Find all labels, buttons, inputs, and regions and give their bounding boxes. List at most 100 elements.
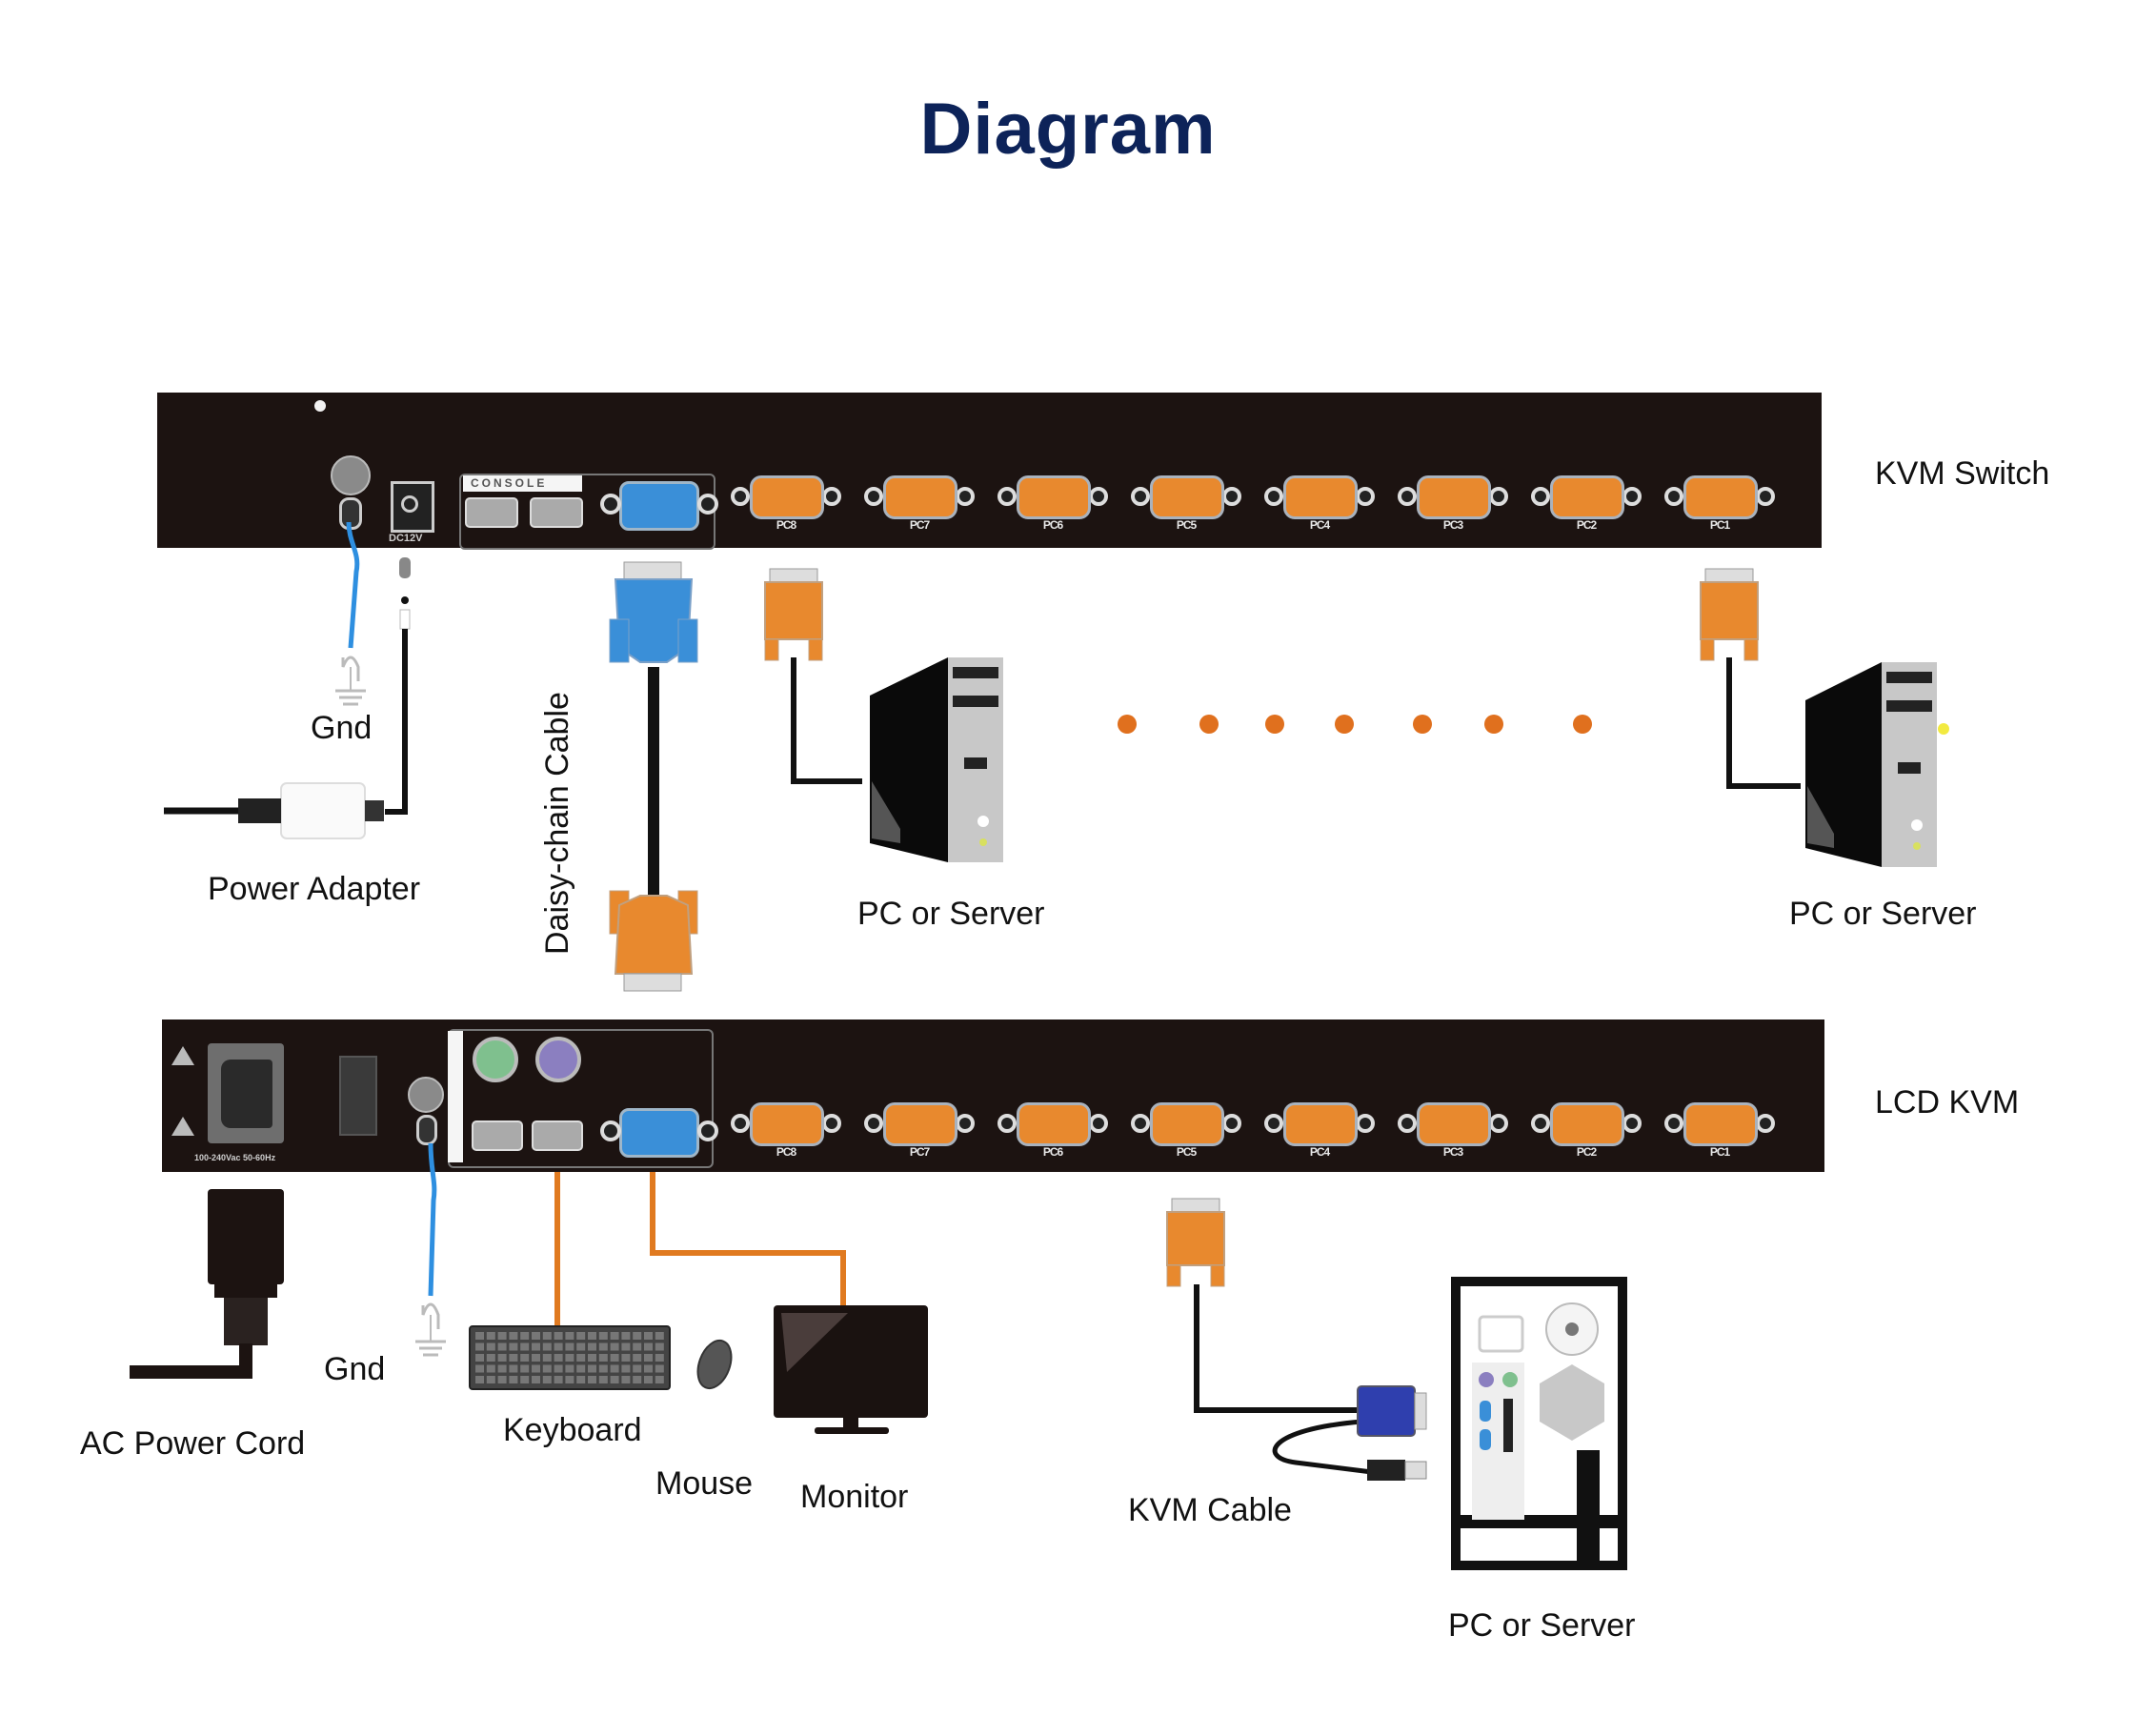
ac-power-cord-label: AC Power Cord: [80, 1425, 306, 1462]
vga-screw-right-bottom-icon: [697, 1120, 718, 1141]
keyboard-key: [532, 1376, 540, 1383]
gnd-label-bottom: Gnd: [324, 1351, 386, 1387]
keyboard-label: Keyboard: [503, 1412, 642, 1448]
port-pc4[interactable]: PC4: [1262, 1100, 1377, 1160]
port-label: PC3: [1442, 518, 1463, 532]
port-screw-left-icon: [1622, 1114, 1642, 1133]
db15-port-icon: [1683, 1102, 1758, 1146]
db15-port-icon: [1683, 475, 1758, 519]
port-pc2[interactable]: PC2: [1529, 474, 1643, 533]
usb-port-mouse-bottom-icon[interactable]: [532, 1120, 583, 1151]
port-pc6[interactable]: PC6: [996, 1100, 1110, 1160]
kvm-switch-label: KVM Switch: [1875, 455, 2050, 492]
port-pc8[interactable]: PC8: [729, 474, 843, 533]
port-screw-left-icon: [731, 1114, 750, 1133]
port-pc2[interactable]: PC2: [1529, 1100, 1643, 1160]
keyboard-key: [542, 1376, 552, 1383]
port-label: PC8: [776, 1145, 796, 1159]
port-screw-left-icon: [1089, 487, 1108, 506]
lcd-kvm-label: LCD KVM: [1875, 1084, 2020, 1120]
power-switch[interactable]: [339, 1056, 377, 1136]
keyboard-key: [497, 1354, 507, 1362]
ps2-keyboard-port-icon[interactable]: [473, 1037, 518, 1082]
keyboard-key: [554, 1354, 563, 1362]
pc1-cable-connector-icon: [1700, 568, 1801, 789]
port-screw-left-icon: [1489, 487, 1508, 506]
port-pc8[interactable]: PC8: [729, 1100, 843, 1160]
port-pc3[interactable]: PC3: [1396, 474, 1510, 533]
keyboard-key: [520, 1364, 530, 1373]
port-screw-left-icon: [1356, 1114, 1375, 1133]
port-label: PC6: [1042, 518, 1063, 532]
port-pc7[interactable]: PC7: [862, 474, 977, 533]
usb-port-mouse-icon[interactable]: [530, 497, 583, 528]
port-screw-left-icon: [1756, 1114, 1775, 1133]
ground-terminal-bottom-icon: [416, 1115, 437, 1145]
keyboard-key: [497, 1332, 507, 1340]
port-screw-left-icon: [1222, 1114, 1241, 1133]
continuation-dot: [1573, 715, 1592, 734]
port-label: PC3: [1442, 1145, 1463, 1159]
keyboard-key: [633, 1376, 642, 1383]
db15-port-icon: [1417, 475, 1491, 519]
keyboard-key: [588, 1376, 596, 1383]
db15-port-icon: [1417, 1102, 1491, 1146]
port-pc1[interactable]: PC1: [1662, 474, 1777, 533]
keyboard-key: [565, 1364, 574, 1373]
keyboard-key: [598, 1354, 608, 1362]
keyboard-key: [633, 1332, 642, 1340]
port-pc5[interactable]: PC5: [1129, 1100, 1243, 1160]
keyboard-key: [621, 1354, 631, 1362]
keyboard-key: [509, 1342, 518, 1351]
ground-wire-top: [346, 521, 360, 649]
keyboard-key: [497, 1364, 507, 1373]
port-screw-left-icon: [1131, 1114, 1150, 1133]
keyboard-key: [655, 1354, 664, 1362]
port-screw-left-icon: [956, 1114, 975, 1133]
keyboard-key: [486, 1354, 495, 1362]
page-title: Diagram: [919, 89, 1217, 170]
port-pc7[interactable]: PC7: [862, 1100, 977, 1160]
port-pc5[interactable]: PC5: [1129, 474, 1243, 533]
mouse-label: Mouse: [655, 1465, 754, 1502]
keyboard-key: [509, 1364, 518, 1373]
port-pc3[interactable]: PC3: [1396, 1100, 1510, 1160]
port-label: PC1: [1709, 1145, 1730, 1159]
keyboard-key: [565, 1342, 574, 1351]
usb-port-keyboard-icon[interactable]: [465, 497, 518, 528]
kvm-switch-unit: [157, 393, 1822, 548]
port-label: PC2: [1576, 1145, 1597, 1159]
port-screw-left-icon: [1356, 487, 1375, 506]
keyboard-key: [588, 1332, 596, 1340]
db15-port-icon: [1017, 1102, 1091, 1146]
db15-port-icon: [750, 1102, 824, 1146]
port-pc4[interactable]: PC4: [1262, 474, 1377, 533]
keyboard-key: [565, 1332, 574, 1340]
keyboard-key: [610, 1332, 619, 1340]
keyboard-key: [475, 1364, 484, 1373]
port-label: PC6: [1042, 1145, 1063, 1159]
port-screw-left-icon: [1664, 487, 1683, 506]
keyboard-key: [655, 1342, 664, 1351]
console-label[interactable]: CONSOLE: [471, 476, 548, 490]
port-label: PC7: [909, 518, 930, 532]
keyboard-key: [486, 1342, 495, 1351]
keyboard-key: [610, 1354, 619, 1362]
vga-screw-right-icon: [697, 494, 718, 515]
port-screw-left-icon: [1756, 487, 1775, 506]
port-pc1[interactable]: PC1: [1662, 1100, 1777, 1160]
pc-or-server-label-2: PC or Server: [1789, 896, 1977, 932]
port-screw-left-icon: [1264, 487, 1283, 506]
keyboard-key: [532, 1354, 540, 1362]
port-screw-left-icon: [1398, 1114, 1417, 1133]
warning-icon-top: [171, 1046, 194, 1065]
port-label: PC4: [1309, 1145, 1330, 1159]
usb-port-keyboard-bottom-icon[interactable]: [472, 1120, 523, 1151]
pc-or-server-label-3: PC or Server: [1448, 1607, 1636, 1644]
ground-screw-bottom-icon: [408, 1077, 444, 1113]
port-pc6[interactable]: PC6: [996, 474, 1110, 533]
keyboard-key: [542, 1342, 552, 1351]
ps2-mouse-port-icon[interactable]: [535, 1037, 581, 1082]
db15-port-icon: [1283, 475, 1358, 519]
